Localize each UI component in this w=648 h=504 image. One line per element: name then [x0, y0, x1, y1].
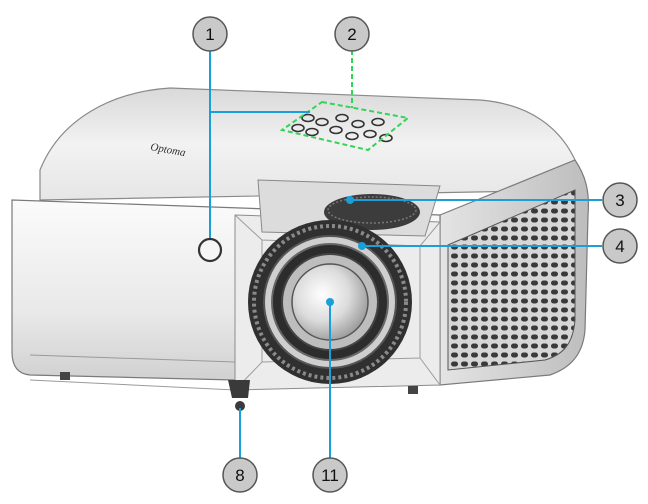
adjustable-foot-icon [228, 380, 250, 398]
ventilation-grille [447, 189, 576, 371]
keypad-highlight [279, 100, 411, 152]
svg-text:8: 8 [235, 466, 244, 485]
right-foot [408, 386, 418, 394]
callout-4: 4 [602, 228, 638, 264]
svg-text:1: 1 [205, 25, 214, 44]
callout-2: 2 [334, 16, 370, 52]
ir-receiver-icon [197, 237, 223, 263]
svg-text:4: 4 [615, 237, 624, 256]
svg-text:11: 11 [321, 466, 339, 485]
projector-top-surface [39, 87, 586, 201]
callout-3: 3 [602, 182, 638, 218]
leader-lines [209, 50, 602, 458]
callout-11: 11 [312, 457, 348, 493]
svg-text:2: 2 [347, 25, 356, 44]
callout-1: 1 [192, 16, 228, 52]
svg-text:3: 3 [615, 191, 624, 210]
callout-8: 8 [222, 457, 258, 493]
keypad-icon [291, 113, 393, 143]
rear-foot [60, 372, 70, 380]
